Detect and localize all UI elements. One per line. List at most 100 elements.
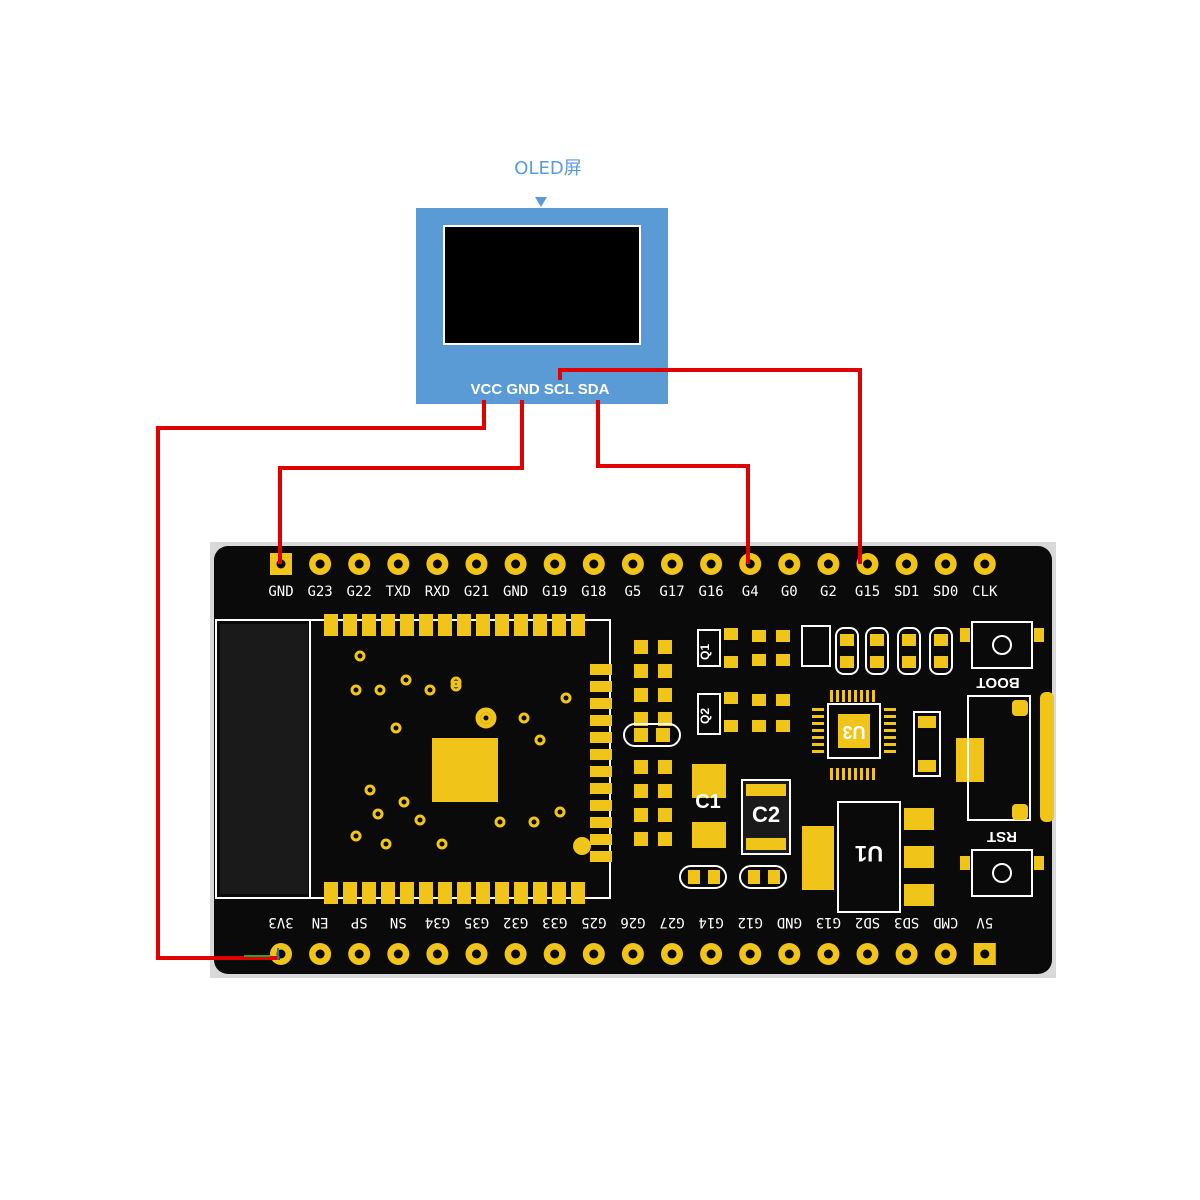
pad-hole — [393, 949, 403, 959]
chip-pin — [866, 768, 869, 780]
bottom-pin-5v-18: 5V — [973, 914, 996, 965]
smd-pad — [776, 694, 790, 706]
pad-hole — [393, 559, 403, 569]
bottom-pin-sd2-15: SD2 — [855, 914, 880, 965]
smd-pad — [752, 694, 766, 706]
pad-hole — [667, 559, 677, 569]
bottom-pin-label: G26 — [620, 914, 645, 930]
pad-hole — [315, 559, 325, 569]
origin-marker-icon — [244, 948, 279, 960]
top-pin-label: G2 — [820, 584, 837, 600]
misc-right-parts — [913, 692, 1054, 822]
smd-pad — [634, 832, 648, 846]
via — [518, 712, 530, 724]
passive-components — [634, 640, 790, 846]
boot-button: BOOT — [960, 621, 1044, 691]
bottom-pin-en-1: EN — [309, 914, 332, 965]
oled-module: VCC GND SCL SDA — [416, 208, 668, 404]
chip-pin — [830, 768, 833, 780]
c2-label: C2 — [752, 802, 780, 827]
module-pad — [590, 698, 612, 709]
chip-pin — [848, 768, 851, 780]
pad-hole — [550, 559, 560, 569]
bottom-pin-g14-11: G14 — [698, 914, 724, 965]
chip-pin — [842, 690, 845, 702]
top-pin-label: TXD — [386, 584, 411, 600]
top-pin-g0-13: G0 — [778, 553, 801, 600]
via — [450, 676, 462, 688]
bottom-pin-g35-5: G35 — [464, 914, 489, 965]
pad-hole — [472, 559, 481, 569]
pad-hole — [511, 559, 521, 569]
chip-pin — [812, 729, 824, 732]
module-pad — [571, 882, 585, 904]
module-pad — [476, 882, 490, 904]
smd-pad — [634, 712, 648, 726]
bottom-pin-g27-10: G27 — [659, 914, 685, 965]
module-pad — [381, 882, 395, 904]
module-pad — [552, 614, 566, 636]
pad-hole — [589, 949, 599, 959]
pad-hole — [980, 559, 990, 569]
top-pin-g23-1: G23 — [307, 553, 333, 600]
via — [390, 722, 402, 734]
chip-pin — [830, 690, 833, 702]
bottom-pin-cmd-17: CMD — [933, 914, 958, 965]
bottom-pin-g26-9: G26 — [620, 914, 646, 965]
smd-pad — [658, 832, 672, 846]
module-pad — [590, 783, 612, 794]
smd-pad — [634, 640, 648, 654]
top-pin-g19-7: G19 — [542, 553, 567, 600]
module-pad — [590, 732, 612, 743]
pad-hole — [902, 949, 912, 959]
pad-hole — [628, 559, 638, 569]
module-bottom-pads — [324, 882, 585, 904]
smd-pad — [658, 760, 672, 774]
chip-pin — [884, 722, 896, 725]
bottom-pin-label: G12 — [738, 914, 763, 930]
via — [560, 692, 572, 704]
chip-pin — [860, 690, 863, 702]
bottom-pin-label: SN — [390, 914, 407, 930]
pad-hole — [354, 949, 364, 959]
bottom-pin-g12-12: G12 — [738, 914, 763, 965]
smd-pad — [658, 688, 672, 702]
module-pad — [343, 614, 357, 636]
module-pad — [438, 614, 452, 636]
chip-pin — [854, 768, 857, 780]
module-right-pads — [590, 664, 612, 862]
module-pad — [514, 614, 528, 636]
top-pin-label: G15 — [855, 584, 880, 600]
via — [480, 712, 492, 724]
c1-label: C1 — [695, 791, 721, 813]
module-pad — [590, 681, 612, 692]
smd-pad — [634, 808, 648, 822]
bottom-pin-label: 5V — [976, 914, 993, 930]
oled-caption: OLED屏 — [514, 158, 581, 179]
module-pad — [533, 882, 547, 904]
bottom-pin-label: SP — [351, 914, 368, 930]
pad-hole — [589, 559, 599, 569]
wire-vcc-3v3 — [156, 400, 486, 960]
top-pin-g21-5: G21 — [464, 553, 489, 600]
rst-button: RST — [960, 828, 1044, 897]
chip-pin — [884, 743, 896, 746]
module-pad — [514, 882, 528, 904]
pad-hole — [472, 949, 481, 959]
chip-pin — [872, 690, 875, 702]
module-center-pad — [432, 738, 498, 802]
pad-hole — [823, 949, 833, 959]
pad-hole — [745, 949, 755, 959]
smd-pad — [752, 720, 766, 732]
chip-u3: U3 — [812, 690, 896, 780]
top-pin-label: SD0 — [933, 584, 958, 600]
transistor-q2: Q2 — [697, 692, 738, 735]
bottom-pin-label: EN — [312, 914, 329, 930]
via-large — [573, 837, 591, 855]
chip-pin — [884, 708, 896, 711]
module-pad — [324, 614, 338, 636]
via — [354, 650, 366, 662]
bottom-pin-sp-2: SP — [348, 914, 371, 965]
